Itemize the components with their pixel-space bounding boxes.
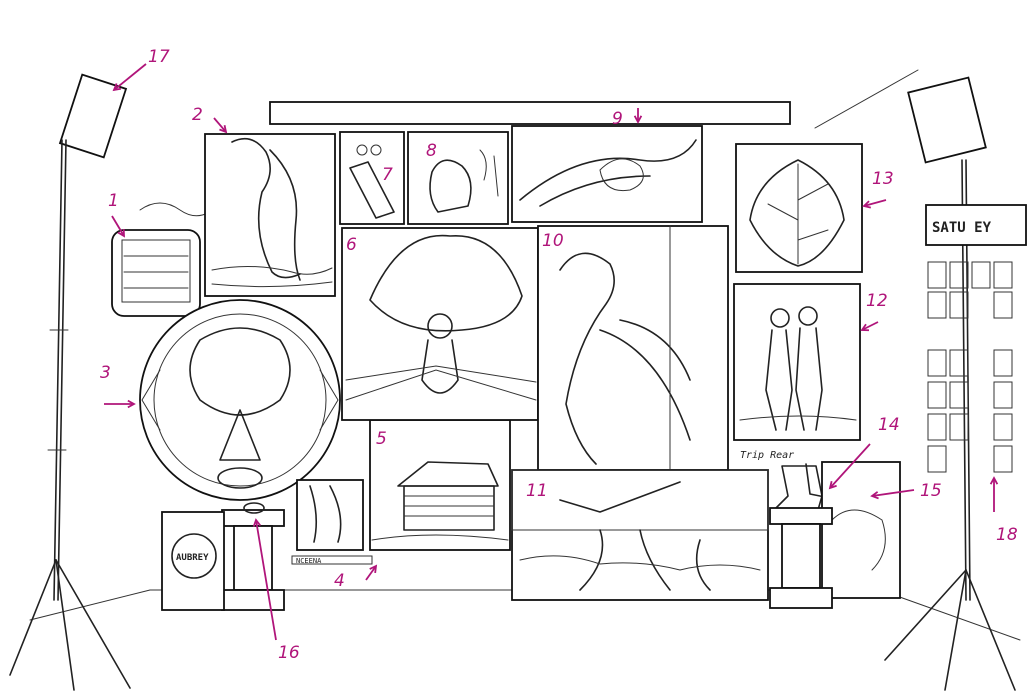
callout-number-6: 6 <box>346 235 357 255</box>
callout-arrow-16 <box>255 519 277 641</box>
callout-arrow-4 <box>365 565 377 581</box>
artwork-8-mitt <box>407 131 509 225</box>
callout-arrowhead-17 <box>112 83 122 92</box>
artwork-2-figure <box>204 133 336 297</box>
saturday-sign <box>925 204 1027 246</box>
pedestal-left <box>221 502 285 611</box>
callout-number-4: 4 <box>334 571 345 591</box>
saturday-sign-text: SATU EY <box>932 220 992 236</box>
artwork-16-object <box>243 502 265 514</box>
callout-arrow-13 <box>863 199 887 207</box>
artwork-9-top <box>511 125 703 223</box>
top-beam <box>269 101 791 125</box>
callout-number-2: 2 <box>192 105 203 125</box>
callout-number-14: 14 <box>878 415 900 435</box>
callout-number-11: 11 <box>526 481 548 501</box>
callout-arrowhead-1 <box>117 228 125 238</box>
artwork-4-small: NCEENA <box>291 479 373 565</box>
artwork-11-landscape <box>511 469 769 601</box>
artwork-6-central <box>341 227 539 421</box>
pedestal-right <box>769 507 833 609</box>
callout-number-12: 12 <box>866 291 888 311</box>
callout-arrowhead-3 <box>127 399 136 409</box>
callout-number-15: 15 <box>920 481 942 501</box>
callout-arrow-2 <box>213 117 227 133</box>
crate: AUBREY <box>161 511 225 611</box>
callout-arrowhead-16 <box>252 518 262 527</box>
callout-number-8: 8 <box>426 141 437 161</box>
callout-arrowhead-9 <box>633 115 643 124</box>
right-light-stand <box>884 76 1016 691</box>
callout-number-1: 1 <box>108 191 119 211</box>
callout-number-17: 17 <box>148 47 170 67</box>
crate-label: AUBREY <box>176 553 209 563</box>
callout-number-5: 5 <box>376 429 387 449</box>
callout-arrow-1 <box>111 215 125 237</box>
callout-number-18: 18 <box>996 525 1018 545</box>
artwork-5-cabin <box>369 419 511 551</box>
callout-arrowhead-18 <box>989 476 999 485</box>
callout-arrow-12 <box>861 321 879 331</box>
artwork-13-leaf <box>735 143 863 273</box>
callout-arrow-17 <box>113 63 147 91</box>
left-light-stand <box>9 73 131 691</box>
artwork-12-couple <box>733 283 861 441</box>
artwork-15-panel <box>821 461 901 599</box>
callout-number-7: 7 <box>382 165 393 185</box>
callout-number-3: 3 <box>100 363 111 383</box>
artwork-7-bottle <box>339 131 405 225</box>
callout-number-10: 10 <box>542 231 564 251</box>
callout-number-16: 16 <box>278 643 300 663</box>
callout-number-9: 9 <box>612 109 623 129</box>
left-softbox <box>58 73 128 159</box>
artwork-3-medallion <box>139 299 341 501</box>
callout-arrowhead-12 <box>860 323 870 332</box>
callout-number-13: 13 <box>872 169 894 189</box>
callout-arrow-14 <box>829 443 871 489</box>
right-softbox <box>907 76 987 164</box>
artwork-10-figure <box>537 225 729 471</box>
callout-arrowhead-15 <box>870 491 879 500</box>
signature-text: Trip Rear <box>740 450 794 461</box>
callout-arrowhead-2 <box>219 124 228 134</box>
callout-arrowhead-4 <box>369 564 378 574</box>
shelf-label: NCEENA <box>296 557 322 565</box>
artwork-1-shelf <box>111 202 221 317</box>
callout-arrowhead-13 <box>862 200 872 209</box>
callout-arrow-15 <box>871 489 915 497</box>
right-wall-signage: SATU EY <box>925 204 1027 473</box>
callout-arrowhead-14 <box>828 480 837 490</box>
